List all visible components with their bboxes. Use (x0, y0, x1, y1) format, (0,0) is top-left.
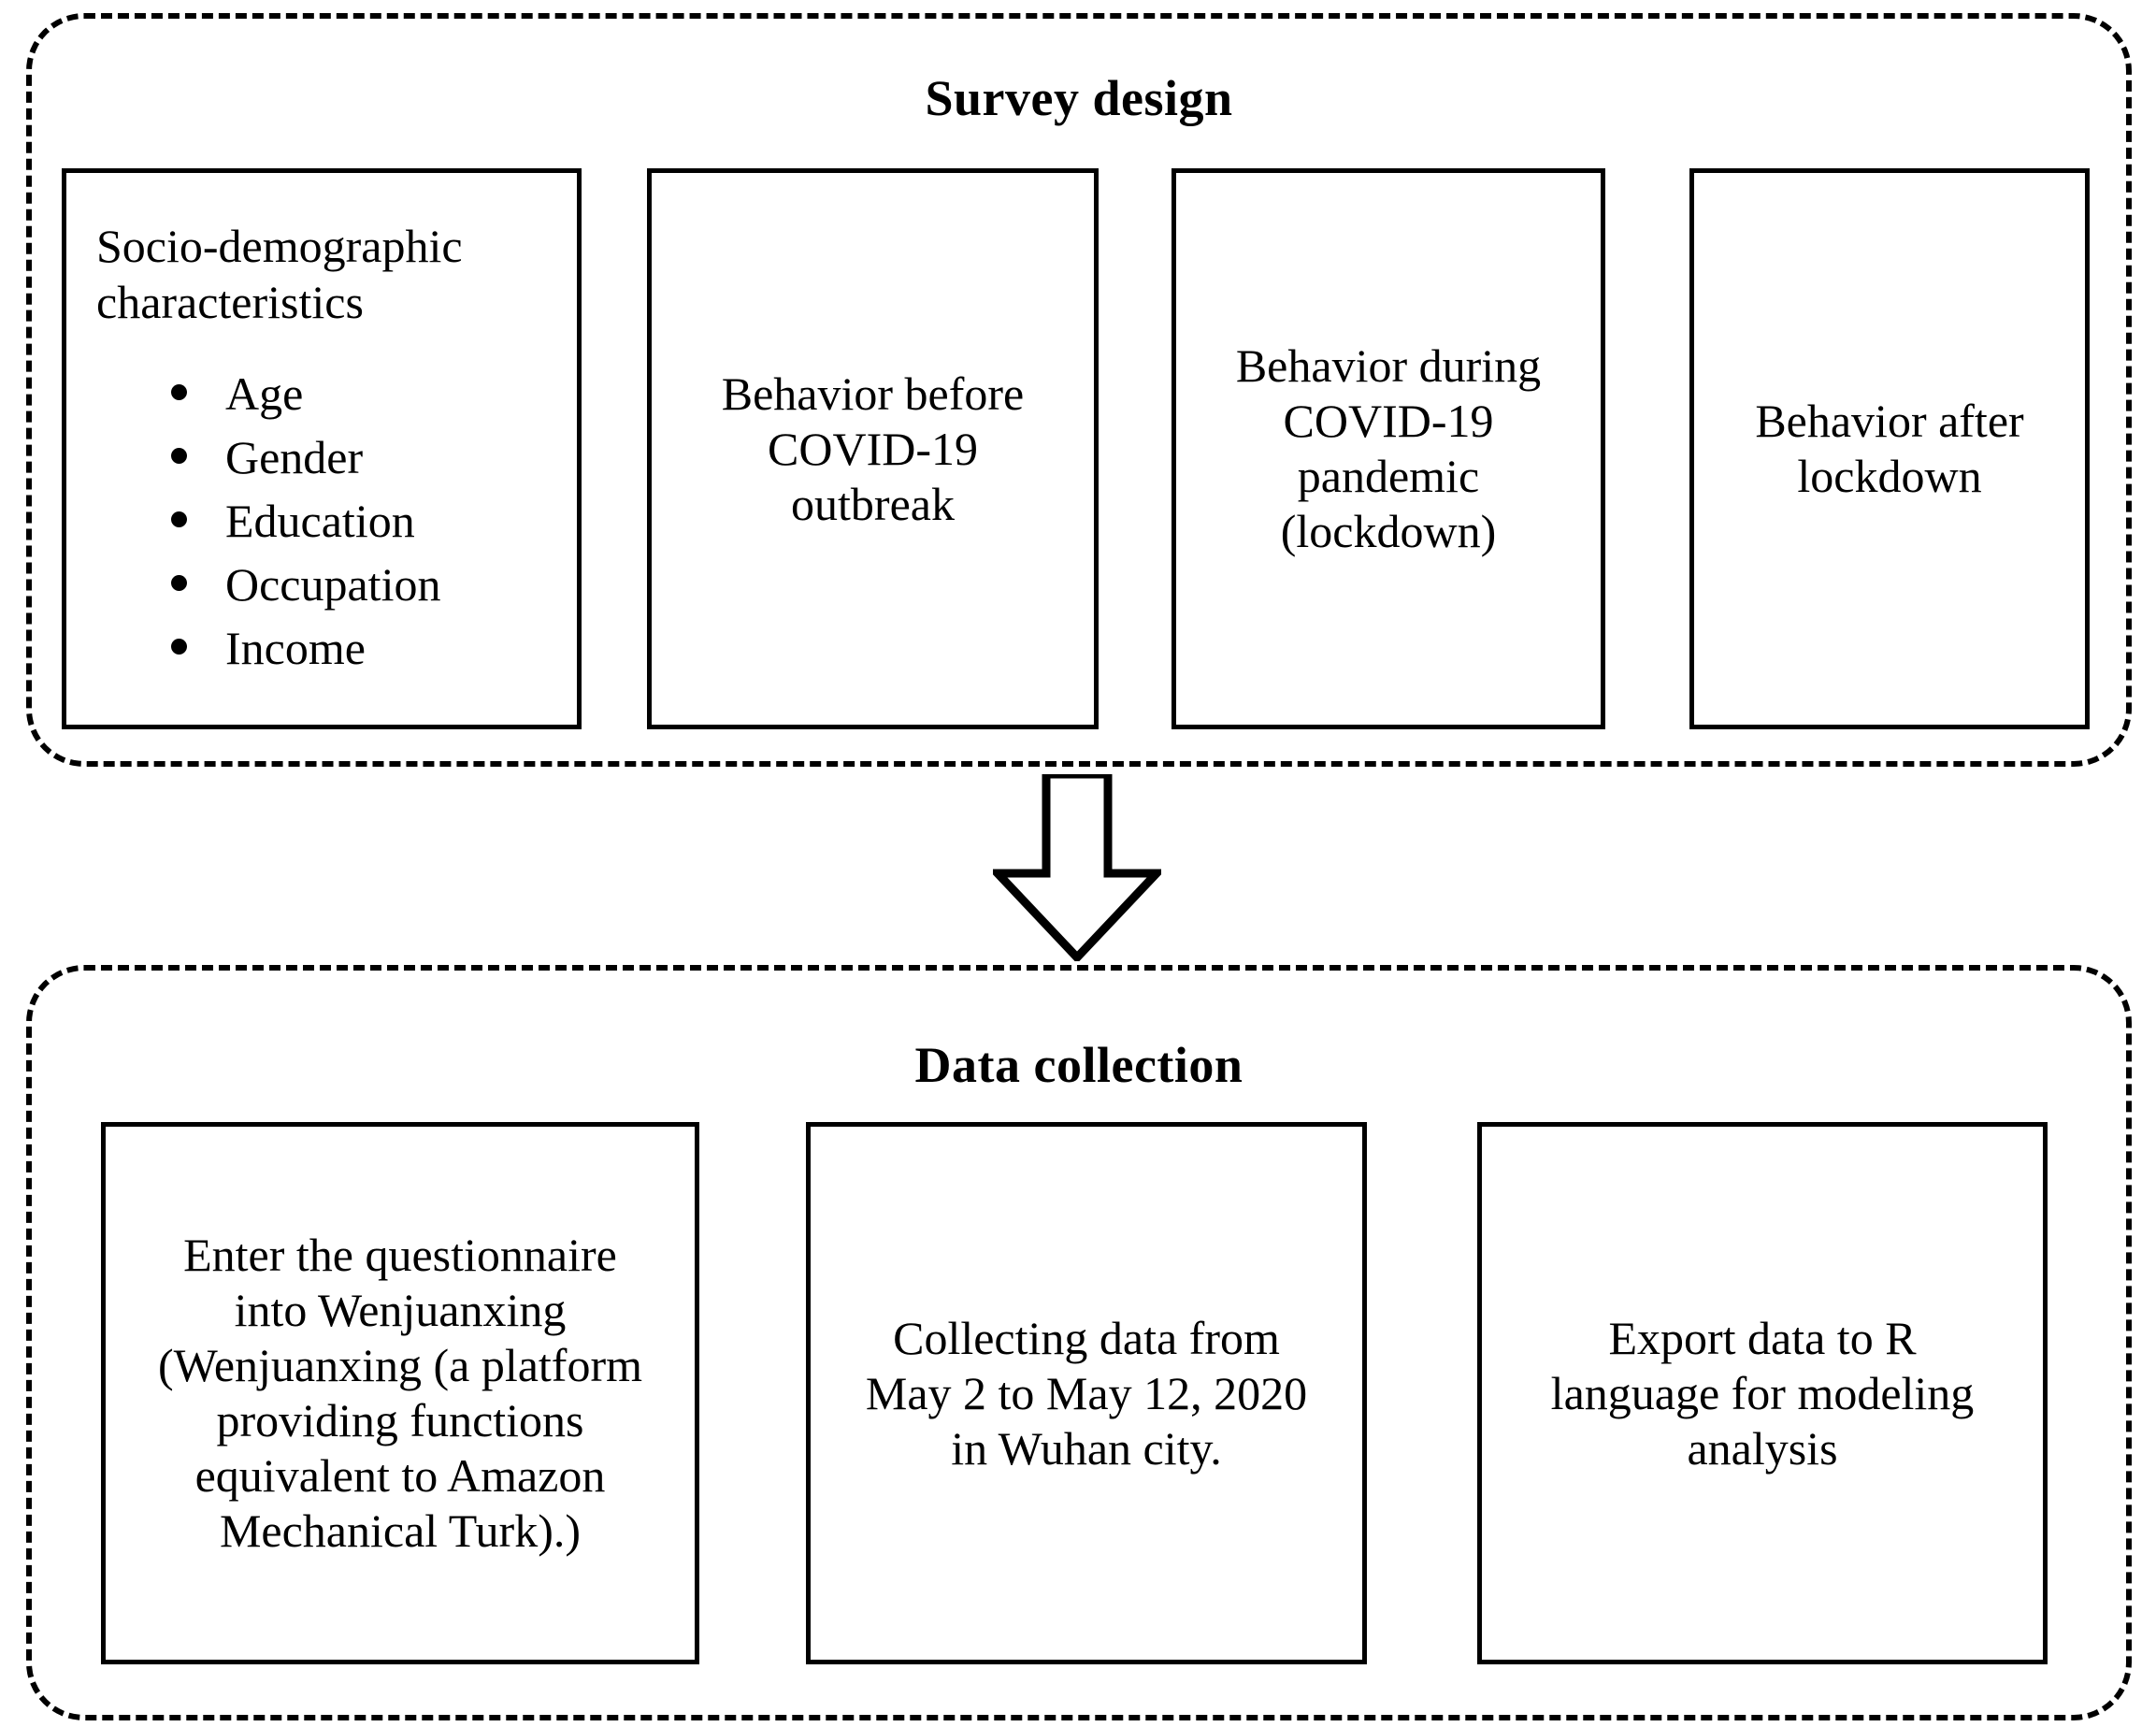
bullet-dot-icon (171, 511, 187, 527)
bullet-dot-icon (171, 447, 187, 464)
bullet-dot-icon (171, 383, 187, 400)
list-item: Education (171, 489, 577, 553)
box-collecting-data[interactable]: Collecting data from May 2 to May 12, 20… (806, 1122, 1367, 1664)
bullet-dot-icon (171, 638, 187, 655)
box-behavior-during-label: Behavior during COVID-19 pandemic (lockd… (1235, 339, 1542, 557)
box-enter-questionnaire[interactable]: Enter the questionnaire into Wenjuanxing… (101, 1122, 699, 1664)
list-item: Gender (171, 425, 577, 489)
bullet-dot-icon (171, 574, 187, 591)
group-data-collection: Data collection (26, 965, 2132, 1720)
box-behavior-after[interactable]: Behavior after lockdown (1689, 168, 2090, 729)
list-item: Occupation (171, 553, 577, 616)
box-export-data-label: Export data to R language for modeling a… (1550, 1311, 1975, 1475)
list-item-label: Age (225, 367, 304, 420)
socio-demographic-bullet-list: Age Gender Education Occupation Income (66, 330, 577, 680)
box-behavior-before-label: Behavior before COVID-19 outbreak (721, 367, 1025, 530)
group-survey-design: Survey design (26, 13, 2132, 767)
group-survey-design-title: Survey design (925, 70, 1233, 126)
box-socio-demographic[interactable]: Socio-demographic characteristics Age Ge… (62, 168, 582, 729)
list-item-label: Gender (225, 431, 364, 483)
box-behavior-before[interactable]: Behavior before COVID-19 outbreak (647, 168, 1099, 729)
box-behavior-after-label: Behavior after lockdown (1755, 395, 2024, 502)
box-export-data[interactable]: Export data to R language for modeling a… (1477, 1122, 2048, 1664)
list-item: Age (171, 362, 577, 425)
box-behavior-during[interactable]: Behavior during COVID-19 pandemic (lockd… (1171, 168, 1605, 729)
group-data-collection-title: Data collection (914, 1037, 1243, 1093)
box-socio-demographic-heading: Socio-demographic characteristics (96, 220, 463, 328)
box-enter-questionnaire-label: Enter the questionnaire into Wenjuanxing… (157, 1229, 643, 1557)
down-arrow-icon (993, 774, 1161, 961)
list-item: Income (171, 616, 577, 680)
list-item-label: Occupation (225, 558, 441, 611)
list-item-label: Education (225, 495, 415, 547)
box-collecting-data-label: Collecting data from May 2 to May 12, 20… (865, 1311, 1308, 1475)
list-item-label: Income (225, 622, 366, 674)
